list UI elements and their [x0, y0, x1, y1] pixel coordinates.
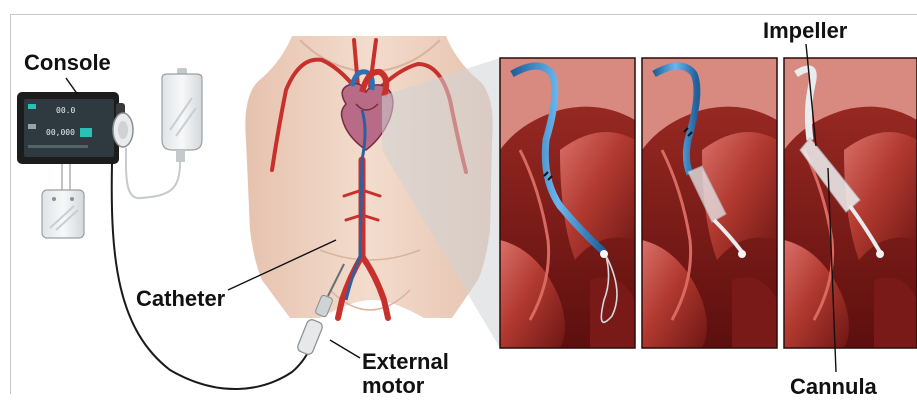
impeller-label: Impeller: [763, 20, 847, 42]
iv-bag-icon: [162, 68, 202, 162]
purge-bag-icon: [42, 164, 84, 238]
iv-tubing: [126, 148, 180, 198]
catheter-label: Catheter: [136, 288, 225, 310]
external-motor-label-line2: motor: [362, 374, 449, 398]
cannula-label: Cannula: [790, 376, 877, 398]
motor-leader-line: [330, 340, 360, 358]
heart-panel-2: [642, 58, 777, 348]
external-motor-label-line1: External: [362, 350, 449, 374]
console-label: Console: [24, 52, 111, 74]
console-value-2: 00,000: [46, 128, 75, 137]
external-motor-label: External motor: [362, 350, 449, 398]
console-device-icon: 00.0 00,000: [17, 92, 125, 164]
console-value-1: 00.0: [56, 106, 75, 115]
console-connector-icon: [113, 113, 133, 147]
heart-panel-1: [500, 58, 635, 348]
heart-panel-3: [784, 58, 917, 348]
